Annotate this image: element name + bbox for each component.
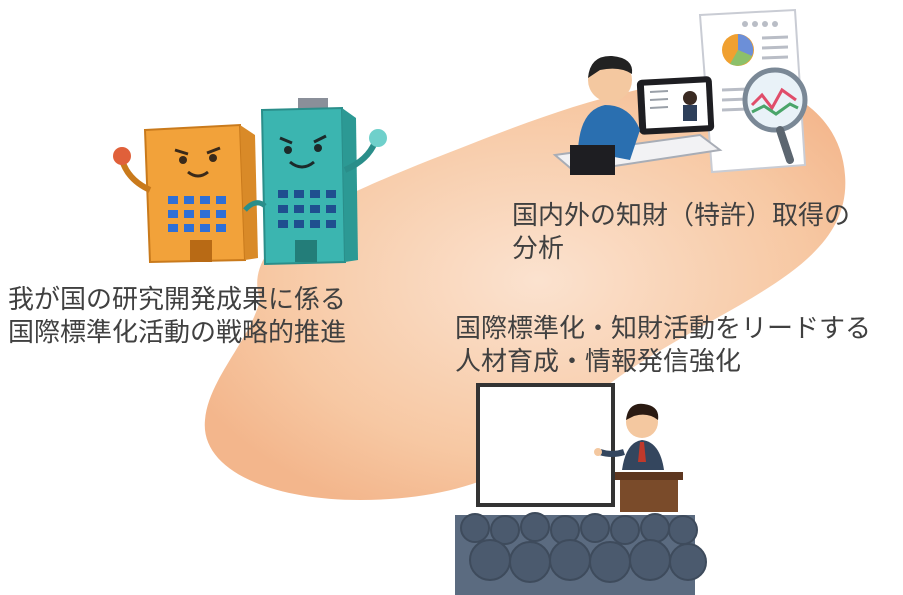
caption-line: 国内外の知財（特許）取得の (512, 201, 851, 231)
caption-line: 国際標準化活動の戦略的推進 (8, 318, 347, 348)
projection-screen (476, 383, 615, 507)
podium (615, 472, 683, 512)
caption-standardization-strategy: 我が国の研究開発成果に係る 国際標準化活動の戦略的推進 (8, 284, 346, 350)
magnifying-glass-icon (742, 67, 808, 164)
person-at-computer (570, 55, 640, 175)
presenter-audience-illustration (455, 383, 707, 595)
teal-building (243, 98, 387, 266)
caption-human-resource-development: 国際標準化・知財活動をリードする 人材育成・情報発信強化 (455, 313, 871, 379)
caption-line: 我が国の研究開発成果に係る (8, 285, 347, 315)
online-meeting-analysis-illustration (552, 8, 808, 175)
tablet-video-call (636, 76, 715, 135)
presenter (594, 403, 664, 470)
audience (455, 512, 707, 595)
caption-line: 国際標準化・知財活動をリードする (455, 314, 872, 344)
cooperating-buildings-illustration (113, 98, 387, 266)
orange-building (113, 123, 258, 264)
caption-line: 分析 (512, 234, 565, 264)
background-blob (204, 78, 846, 500)
caption-line: 人材育成・情報発信強化 (455, 347, 742, 377)
caption-patent-analysis: 国内外の知財（特許）取得の 分析 (512, 200, 850, 266)
